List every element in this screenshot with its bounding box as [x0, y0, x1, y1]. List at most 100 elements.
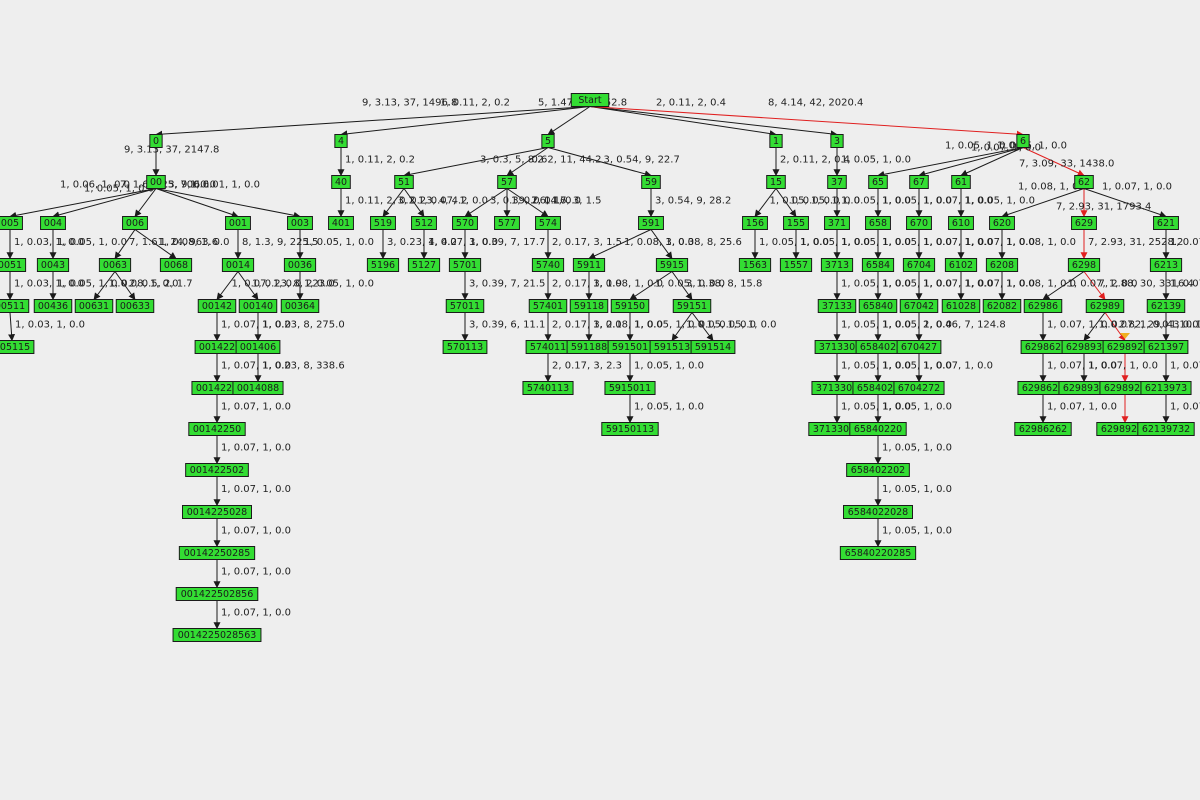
- tree-node-n62139[interactable]: 62139: [1146, 299, 1186, 313]
- tree-node-n591513[interactable]: 591513: [649, 340, 695, 354]
- tree-node-n005115[interactable]: 005115: [0, 340, 35, 354]
- tree-node-n658402202[interactable]: 658402202: [846, 463, 910, 477]
- tree-node-n15[interactable]: 15: [766, 175, 786, 189]
- tree-node-n65840220[interactable]: 65840220: [849, 422, 907, 436]
- tree-node-n5[interactable]: 5: [541, 134, 555, 148]
- tree-node-n62082[interactable]: 62082: [982, 299, 1022, 313]
- tree-node-n59150113[interactable]: 59150113: [601, 422, 659, 436]
- tree-node-n0014[interactable]: 0014: [221, 258, 255, 272]
- tree-node-n61028[interactable]: 61028: [941, 299, 981, 313]
- tree-node-n6213[interactable]: 6213: [1149, 258, 1183, 272]
- tree-node-n156[interactable]: 156: [742, 216, 768, 230]
- tree-node-n0063[interactable]: 0063: [98, 258, 132, 272]
- tree-node-n5196[interactable]: 5196: [366, 258, 400, 272]
- tree-node-n610[interactable]: 610: [948, 216, 974, 230]
- tree-node-n591[interactable]: 591: [638, 216, 664, 230]
- tree-node-n005[interactable]: 005: [0, 216, 23, 230]
- tree-node-n62[interactable]: 62: [1074, 175, 1094, 189]
- tree-node-n001422502856[interactable]: 001422502856: [175, 587, 259, 601]
- tree-node-n6208[interactable]: 6208: [985, 258, 1019, 272]
- tree-node-n1563[interactable]: 1563: [738, 258, 772, 272]
- tree-node-n5740[interactable]: 5740: [531, 258, 565, 272]
- tree-node-n67[interactable]: 67: [909, 175, 929, 189]
- tree-node-n62986[interactable]: 62986: [1023, 299, 1063, 313]
- tree-node-n629862[interactable]: 629862: [1020, 340, 1066, 354]
- tree-node-n670427[interactable]: 670427: [896, 340, 942, 354]
- tree-node-n00140[interactable]: 00140: [238, 299, 278, 313]
- tree-node-n3[interactable]: 3: [830, 134, 844, 148]
- tree-node-n591188[interactable]: 591188: [566, 340, 612, 354]
- tree-node-n57[interactable]: 57: [497, 175, 517, 189]
- tree-node-n5911[interactable]: 5911: [572, 258, 606, 272]
- tree-node-n570[interactable]: 570: [452, 216, 478, 230]
- tree-node-n6[interactable]: 6: [1016, 134, 1030, 148]
- tree-node-n5127[interactable]: 5127: [407, 258, 441, 272]
- tree-node-n37133[interactable]: 37133: [817, 299, 857, 313]
- tree-node-n5740113[interactable]: 5740113: [522, 381, 574, 395]
- tree-node-n6584022028[interactable]: 6584022028: [843, 505, 913, 519]
- tree-node-n621397[interactable]: 621397: [1143, 340, 1189, 354]
- tree-node-n658[interactable]: 658: [865, 216, 891, 230]
- tree-node-n574[interactable]: 574: [535, 216, 561, 230]
- tree-node-n59151[interactable]: 59151: [672, 299, 712, 313]
- tree-node-n59118[interactable]: 59118: [569, 299, 609, 313]
- tree-node-n6213973[interactable]: 6213973: [1140, 381, 1192, 395]
- tree-node-n59150[interactable]: 59150: [610, 299, 650, 313]
- tree-node-n003[interactable]: 003: [287, 216, 313, 230]
- tree-node-n574011[interactable]: 574011: [525, 340, 571, 354]
- tree-node-n629893[interactable]: 629893: [1061, 340, 1107, 354]
- tree-node-n00142250[interactable]: 00142250: [188, 422, 246, 436]
- tree-node-n001[interactable]: 001: [225, 216, 251, 230]
- tree-node-n629892[interactable]: 629892: [1102, 340, 1148, 354]
- tree-node-n5701[interactable]: 5701: [448, 258, 482, 272]
- tree-node-n001406[interactable]: 001406: [235, 340, 281, 354]
- tree-node-n62986262[interactable]: 62986262: [1014, 422, 1072, 436]
- tree-node-n004[interactable]: 004: [40, 216, 66, 230]
- tree-node-n371330[interactable]: 371330: [814, 340, 860, 354]
- tree-node-n5915011[interactable]: 5915011: [604, 381, 656, 395]
- tree-node-n0068[interactable]: 0068: [159, 258, 193, 272]
- tree-node-n1557[interactable]: 1557: [779, 258, 813, 272]
- tree-node-start[interactable]: Start: [570, 93, 610, 107]
- tree-node-n65840[interactable]: 65840: [858, 299, 898, 313]
- tree-node-n65[interactable]: 65: [868, 175, 888, 189]
- tree-node-n0[interactable]: 0: [149, 134, 163, 148]
- tree-node-n40[interactable]: 40: [331, 175, 351, 189]
- tree-node-n00631[interactable]: 00631: [74, 299, 114, 313]
- tree-node-n0014088[interactable]: 0014088: [232, 381, 284, 395]
- tree-node-n3713[interactable]: 3713: [820, 258, 854, 272]
- tree-node-n00511[interactable]: 00511: [0, 299, 30, 313]
- tree-node-n51[interactable]: 51: [394, 175, 414, 189]
- tree-node-n57401[interactable]: 57401: [528, 299, 568, 313]
- tree-node-n0014225028[interactable]: 0014225028: [182, 505, 252, 519]
- tree-node-n67042[interactable]: 67042: [899, 299, 939, 313]
- tree-node-n61[interactable]: 61: [951, 175, 971, 189]
- tree-node-n6102[interactable]: 6102: [944, 258, 978, 272]
- tree-node-n00[interactable]: 00: [146, 175, 166, 189]
- tree-node-n629[interactable]: 629: [1071, 216, 1097, 230]
- tree-node-n001422502[interactable]: 001422502: [185, 463, 249, 477]
- tree-node-n57011[interactable]: 57011: [445, 299, 485, 313]
- tree-node-n0036[interactable]: 0036: [283, 258, 317, 272]
- tree-node-n0051[interactable]: 0051: [0, 258, 27, 272]
- tree-node-n6298[interactable]: 6298: [1067, 258, 1101, 272]
- tree-node-n570113[interactable]: 570113: [442, 340, 488, 354]
- tree-node-n519[interactable]: 519: [370, 216, 396, 230]
- tree-node-n62989[interactable]: 62989: [1085, 299, 1125, 313]
- tree-node-n59[interactable]: 59: [641, 175, 661, 189]
- tree-node-n00142[interactable]: 00142: [197, 299, 237, 313]
- tree-node-n401[interactable]: 401: [328, 216, 354, 230]
- tree-node-n00633[interactable]: 00633: [115, 299, 155, 313]
- tree-node-n1[interactable]: 1: [769, 134, 783, 148]
- tree-node-n371[interactable]: 371: [824, 216, 850, 230]
- tree-node-n591501[interactable]: 591501: [607, 340, 653, 354]
- tree-node-n0014225028563[interactable]: 0014225028563: [172, 628, 262, 642]
- tree-node-n62139732[interactable]: 62139732: [1137, 422, 1195, 436]
- tree-node-n155[interactable]: 155: [783, 216, 809, 230]
- tree-node-n6584[interactable]: 6584: [861, 258, 895, 272]
- tree-node-n577[interactable]: 577: [494, 216, 520, 230]
- tree-node-n3713307[interactable]: 3713307: [811, 381, 863, 395]
- tree-node-n5915[interactable]: 5915: [655, 258, 689, 272]
- tree-node-n658402[interactable]: 658402: [855, 340, 901, 354]
